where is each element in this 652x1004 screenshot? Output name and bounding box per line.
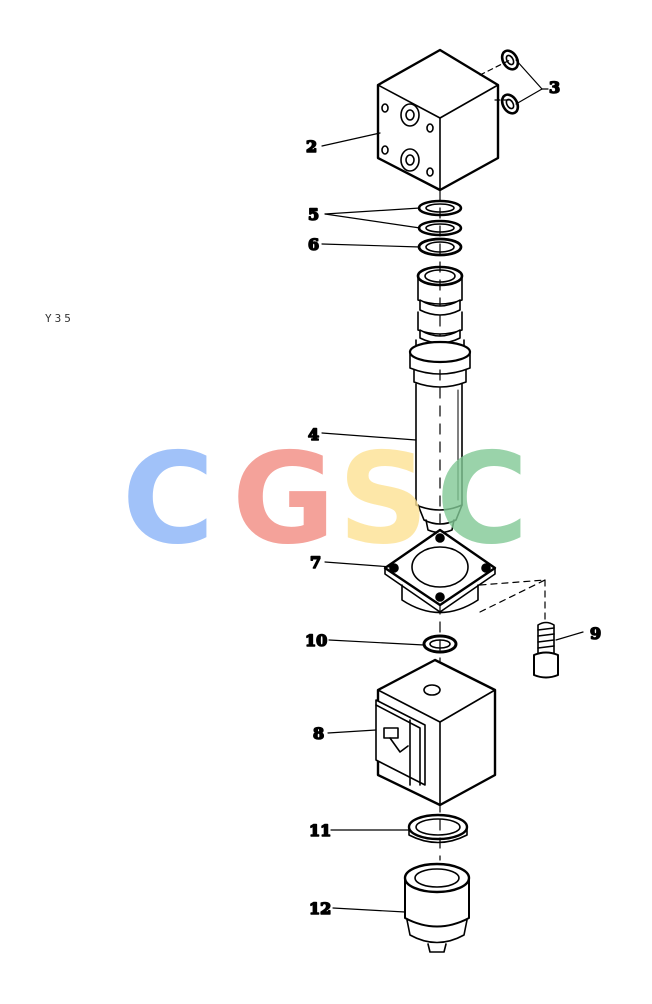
callout-12: 12 [309,899,331,918]
watermark-letter-c1: C [122,425,215,572]
watermark-letter-g: G [232,425,336,572]
watermark-letter-s: S [338,425,429,572]
callout-11: 11 [309,821,331,840]
watermark-letter-c2: C [436,425,529,572]
leader-lines [321,59,584,913]
part-4-cartridge [408,265,472,534]
callout-5: 5 [308,205,319,224]
callout-7: 7 [310,553,321,572]
drawing-code: Y35 [45,312,74,325]
part-12-cap-nut [403,862,471,953]
callout-3: 3 [549,78,560,97]
callout-8: 8 [313,724,324,743]
part-3-o-rings [500,49,520,115]
callout-4: 4 [308,425,319,444]
part-2-valve-block [376,48,511,192]
callout-6: 6 [308,235,319,254]
callout-10: 10 [305,631,327,650]
callout-9: 9 [590,624,601,643]
part-10-o-ring [422,634,458,654]
part-7-flange [383,528,546,626]
part-9-screw [533,621,559,679]
callout-2: 2 [306,137,317,156]
part-11-ring [407,813,469,844]
part-8-coil [375,658,497,807]
